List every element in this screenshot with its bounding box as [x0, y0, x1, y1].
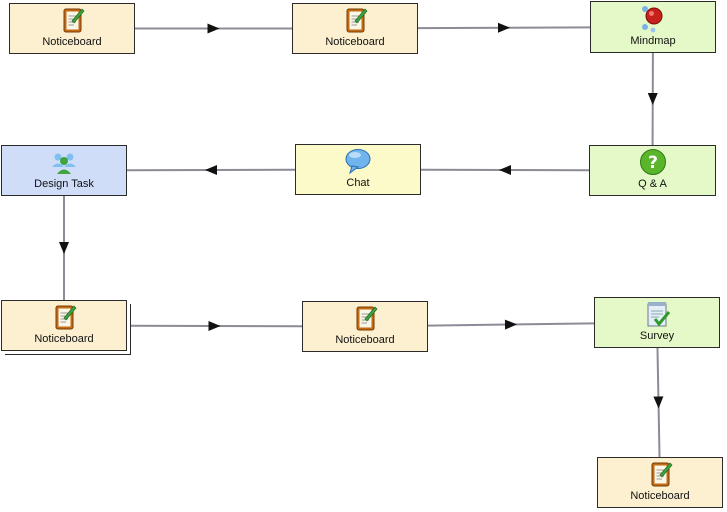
node-label: Noticeboard — [42, 36, 102, 48]
activity-node-noticeboard-5[interactable]: Noticeboard — [597, 457, 723, 508]
activity-node-mindmap[interactable]: Mindmap — [590, 1, 716, 53]
arrowhead-2 — [497, 22, 510, 33]
node-label: Q & A — [638, 178, 667, 190]
mindmap-icon — [642, 6, 663, 33]
activity-node-noticeboard-3[interactable]: Noticeboard — [1, 300, 127, 351]
arrowhead-3 — [647, 92, 658, 105]
arrowhead-4 — [499, 165, 512, 176]
noticeboard-icon — [356, 306, 378, 331]
question-icon: ? — [639, 149, 666, 175]
noticeboard-icon — [55, 305, 77, 330]
noticeboard-icon — [63, 8, 85, 33]
noticeboard-icon — [651, 462, 673, 487]
people-group-icon — [52, 153, 76, 174]
activity-node-noticeboard-1[interactable]: Noticeboard — [9, 3, 135, 54]
arrowhead-6 — [59, 242, 69, 254]
svg-text:?: ? — [648, 153, 658, 173]
arrowhead-8 — [504, 319, 517, 330]
noticeboard-icon — [346, 8, 368, 33]
survey-checklist-icon — [647, 302, 671, 327]
arrowhead-5 — [205, 164, 218, 175]
arrowhead-7 — [208, 320, 221, 331]
node-label: Mindmap — [630, 35, 676, 47]
activity-node-noticeboard-2[interactable]: Noticeboard — [292, 3, 418, 54]
arrowhead-1 — [207, 23, 220, 34]
node-label: Chat — [346, 177, 370, 189]
activity-node-survey[interactable]: Survey — [594, 297, 720, 348]
arrowhead-9 — [653, 396, 664, 409]
activity-node-chat[interactable]: Chat — [295, 144, 421, 195]
node-label: Design Task — [34, 178, 94, 190]
activity-node-design-task[interactable]: Design Task — [1, 145, 127, 196]
node-label: Noticeboard — [325, 36, 385, 48]
node-label: Noticeboard — [34, 333, 94, 345]
activity-node-qa[interactable]: ? Q & A — [589, 145, 716, 196]
chat-bubble-icon — [345, 149, 371, 175]
activity-node-noticeboard-4[interactable]: Noticeboard — [302, 301, 428, 352]
node-label: Noticeboard — [630, 490, 690, 502]
node-label: Noticeboard — [335, 334, 395, 346]
node-label: Survey — [639, 330, 675, 342]
